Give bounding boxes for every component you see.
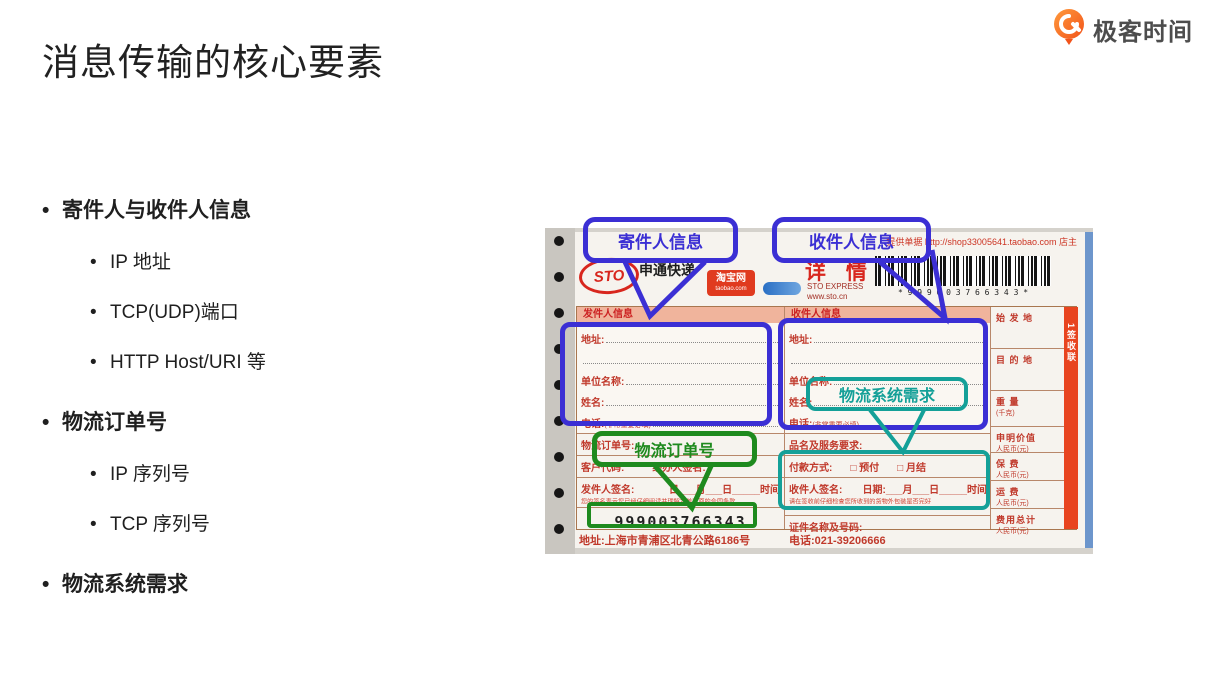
sto-brand-name: 申通快递 — [639, 262, 695, 278]
punch-hole — [554, 488, 564, 498]
brand-logo: 极客时间 — [1051, 8, 1193, 51]
dotted-line — [626, 372, 778, 385]
fee-row-weight: 重 量 (千克) — [991, 391, 1064, 427]
bullet-label: HTTP Host/URI 等 — [110, 352, 266, 373]
punch-hole — [554, 524, 564, 534]
company-address: 地址:上海市青浦区北青公路6186号 — [579, 535, 751, 547]
bullet-label: IP 序列号 — [110, 464, 190, 485]
bullet-marker: • — [90, 514, 97, 535]
punch-hole — [554, 452, 564, 462]
bullet-item-tcp-udp-port: • TCP(UDP)端口 — [90, 300, 512, 326]
brand-name: 极客时间 — [1093, 19, 1193, 46]
prepay-checkbox: □ 预付 — [850, 463, 880, 474]
sto-express-text: STO EXPRESS www.sto.cn — [807, 282, 864, 301]
sender-section-title: 发件人信息 — [577, 307, 784, 323]
dotted-line — [814, 393, 985, 406]
bullet-label: TCP(UDP)端口 — [110, 302, 239, 323]
monthly-checkbox: □ 月结 — [897, 463, 926, 474]
bullet-marker: • — [90, 302, 97, 323]
barcode-number: * 9 9 9 0 0 3 7 6 6 3 4 3 * — [897, 288, 1029, 297]
bullet-item-ip-address: • IP 地址 — [90, 250, 512, 276]
dotted-line — [791, 351, 985, 364]
bullet-label: 寄件人与收件人信息 — [62, 199, 251, 222]
bullet-item-order-number: • 物流订单号 — [42, 410, 512, 436]
order-number-highlight-box — [587, 502, 757, 528]
dotted-line — [834, 372, 985, 385]
bullet-marker: • — [90, 464, 97, 485]
sender-fields: 地址: 单位名称: 姓名: 电话:(非常重要必填) — [577, 323, 784, 433]
fee-column: 始 发 地 目 的 地 重 量 (千克) 申明价值 人民币(元) — [990, 307, 1064, 535]
callout-recipient-info: 收件人信息 — [772, 217, 931, 263]
callout-order-number: 物流订单号 — [592, 431, 757, 467]
bullet-label: 物流系统需求 — [62, 573, 188, 596]
punch-hole — [554, 308, 564, 318]
bullet-item-logistics-system: • 物流系统需求 — [42, 572, 512, 598]
sender-highlight-box — [560, 322, 772, 426]
dotted-line — [606, 330, 778, 343]
bullet-item-sender-recipient: • 寄件人与收件人信息 — [42, 198, 512, 224]
recipient-highlight-box — [778, 318, 988, 430]
bullet-marker: • — [90, 252, 97, 273]
bullet-item-tcp-seq: • TCP 序列号 — [90, 512, 512, 538]
bullet-item-http-host-uri: • HTTP Host/URI 等 — [90, 350, 512, 376]
punch-hole — [554, 272, 564, 282]
copy-strip-label: 1签收联 — [1066, 323, 1076, 364]
dotted-line — [583, 351, 778, 364]
bullet-label: IP 地址 — [110, 252, 171, 273]
dotted-line — [606, 393, 778, 406]
shop-note: 提供单据 http://shop33005641.taobao.com 店主 — [886, 237, 1077, 247]
page-title: 消息传输的核心要素 — [42, 42, 384, 83]
geektime-icon — [1051, 8, 1087, 51]
punch-hole — [554, 380, 564, 390]
receive-note: 请在签收前仔细检查您所收到的货物外包装是否完好 — [789, 498, 932, 506]
fee-row-total: 费用总计 人民币(元) — [996, 515, 1037, 535]
bullet-marker: • — [42, 573, 50, 596]
bullet-marker: • — [42, 199, 50, 222]
copy-strip: 1签收联 — [1064, 307, 1078, 529]
callout-logistics-system: 物流系统需求 — [806, 377, 968, 411]
callout-sender-info: 寄件人信息 — [583, 217, 738, 263]
payment-highlight-box — [778, 450, 990, 510]
bullet-label: TCP 序列号 — [110, 514, 210, 535]
id-label: 证件名称及号码: — [785, 515, 991, 534]
fee-row-declared-value: 申明价值 人民币(元) — [991, 427, 1064, 453]
partner-logo — [763, 282, 801, 295]
recipient-sign-row: 收件人签名: 日期:___月___日_____时间 请在签收前仔细检查您所收到的… — [785, 477, 991, 515]
bullet-item-ip-seq: • IP 序列号 — [90, 462, 512, 488]
photo-blue-edge — [1085, 232, 1093, 548]
fee-row-destination: 目 的 地 — [991, 349, 1064, 391]
bullet-label: 物流订单号 — [62, 411, 167, 434]
fee-row-shipping: 运 费 人民币(元) — [991, 481, 1064, 509]
fee-row-insurance: 保 费 人民币(元) — [991, 453, 1064, 481]
punch-hole — [554, 344, 564, 354]
bullet-list: • 寄件人与收件人信息 • IP 地址 • TCP(UDP)端口 • HTTP … — [42, 198, 512, 624]
dotted-line — [814, 330, 985, 343]
bullet-marker: • — [42, 411, 50, 434]
punch-hole — [554, 236, 564, 246]
taobao-logo: 淘宝网 taobao.com — [707, 270, 755, 296]
company-phone: 电话:021-39206666 — [789, 535, 886, 547]
fee-row-origin: 始 发 地 — [991, 307, 1064, 349]
dotted-line — [653, 414, 778, 427]
bullet-marker: • — [90, 352, 97, 373]
punch-hole — [554, 416, 564, 426]
